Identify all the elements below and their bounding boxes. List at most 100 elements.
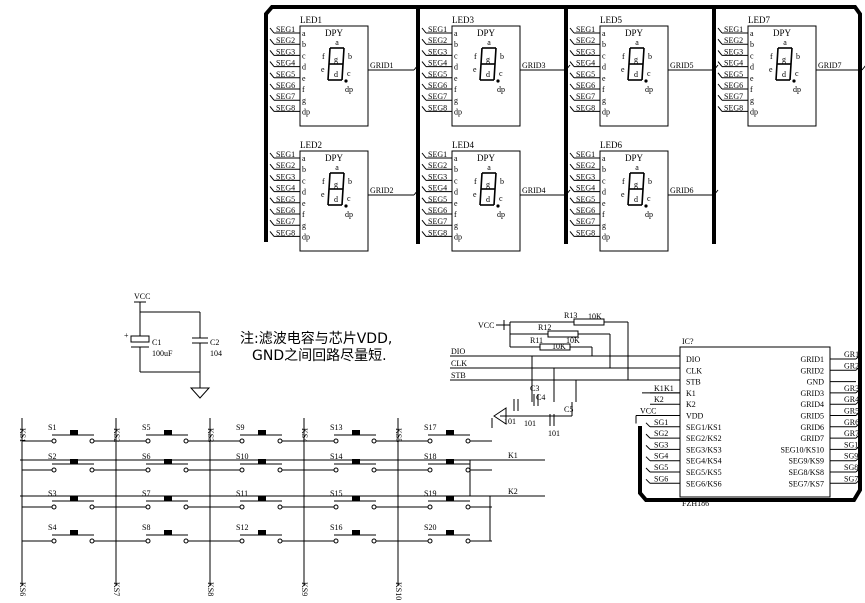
seg-label-f: f bbox=[622, 52, 625, 61]
display-type: DPY bbox=[325, 153, 344, 163]
seg-pin-letter: d bbox=[454, 188, 458, 197]
seg-pin-name: SEG7 bbox=[276, 92, 295, 101]
seg-c bbox=[789, 63, 792, 81]
switch-contact bbox=[145, 438, 151, 444]
seg-pin-letter: c bbox=[602, 176, 606, 185]
seg-label-d: d bbox=[486, 195, 490, 204]
switch-button bbox=[70, 496, 78, 501]
seg-pin-name: SEG1 bbox=[276, 150, 295, 159]
ic-net-right: GR5 bbox=[844, 407, 859, 416]
push-switch: S1 bbox=[22, 423, 116, 444]
ic-net-left: SG1 bbox=[654, 418, 668, 427]
switch-contact bbox=[51, 538, 57, 544]
seg-pin-letter: f bbox=[454, 85, 457, 94]
seg-b bbox=[642, 172, 645, 190]
switch-contact bbox=[51, 467, 57, 473]
seg-pin-letter: b bbox=[302, 165, 306, 174]
seg-pin-letter: dp bbox=[454, 232, 462, 241]
ks-bottom-label: KS7 bbox=[112, 582, 121, 596]
ic-pin-right: GRID1 bbox=[800, 355, 824, 364]
switch-contact bbox=[465, 504, 471, 510]
bus-entry bbox=[269, 186, 275, 192]
bus-entry bbox=[855, 467, 861, 473]
ic-net-left: SG3 bbox=[654, 440, 668, 449]
c1-polarity: + bbox=[124, 331, 129, 340]
seg-pin-letter: e bbox=[602, 74, 606, 83]
seg-label-c: c bbox=[499, 194, 503, 203]
grid-label: GRID5 bbox=[670, 61, 694, 70]
seg-pin-name: SEG6 bbox=[428, 81, 447, 90]
seg-pin-name: SEG5 bbox=[428, 195, 447, 204]
switch-contact bbox=[145, 467, 151, 473]
bus-entry bbox=[421, 163, 427, 170]
cap-ref: C3 bbox=[530, 384, 539, 393]
switch-contact bbox=[333, 538, 339, 544]
seg-pin-letter: f bbox=[602, 85, 605, 94]
seg-label-a: a bbox=[635, 38, 639, 47]
seg-label-e: e bbox=[473, 190, 477, 199]
switch-contact bbox=[277, 504, 283, 510]
seg-pin-name: SEG2 bbox=[428, 161, 447, 170]
seg-pin-name: SEG6 bbox=[428, 206, 447, 215]
grid-label: GRID1 bbox=[370, 61, 394, 70]
seg-label-g: g bbox=[782, 55, 786, 64]
seg-label-a: a bbox=[635, 163, 639, 172]
seg-pin-name: SEG1 bbox=[428, 150, 447, 159]
ks-top-label: KS3 bbox=[206, 428, 215, 442]
switch-contact bbox=[183, 504, 189, 510]
switch-ref: S2 bbox=[48, 452, 56, 461]
ic-net-left: K2 bbox=[654, 395, 664, 404]
push-switch: S19 bbox=[398, 489, 492, 510]
seg-label-dp: dp bbox=[345, 210, 353, 219]
bus-entry bbox=[421, 197, 427, 204]
display-body bbox=[299, 150, 369, 252]
k1-label: K1 bbox=[664, 384, 674, 393]
ic-pin-right: GRID7 bbox=[800, 434, 824, 443]
signal-label: STB bbox=[451, 371, 466, 380]
switch-contact bbox=[371, 504, 377, 510]
seg-c bbox=[341, 63, 344, 81]
bus-entry bbox=[421, 72, 427, 79]
seg-label-f: f bbox=[474, 52, 477, 61]
switch-ref: S15 bbox=[330, 489, 342, 498]
bus-entry bbox=[855, 354, 861, 360]
switch-contact bbox=[183, 438, 189, 444]
seg-pin-letter: f bbox=[602, 210, 605, 219]
push-switch: S11 bbox=[210, 489, 304, 510]
k1-line-label: K1 bbox=[508, 451, 518, 460]
bus-entry bbox=[569, 61, 575, 67]
bus-entry bbox=[569, 27, 575, 34]
bus-entry bbox=[421, 219, 427, 226]
push-switch: S16 bbox=[304, 523, 398, 544]
ic-net-left: SG2 bbox=[654, 429, 668, 438]
seg-f bbox=[480, 172, 483, 190]
ic-pin-right: GRID6 bbox=[800, 423, 824, 432]
push-switch: S15 bbox=[304, 489, 398, 510]
push-switch: S3 bbox=[22, 489, 116, 510]
seg-pin-name: SEG8 bbox=[428, 228, 447, 237]
switch-contact bbox=[333, 438, 339, 444]
bus-entry bbox=[421, 94, 427, 101]
switch-contact bbox=[427, 438, 433, 444]
seg-pin-letter: b bbox=[750, 40, 754, 49]
grid-label: GRID3 bbox=[522, 61, 546, 70]
bus-entry bbox=[269, 72, 275, 79]
ic-pin-right: SEG9/KS9 bbox=[788, 457, 824, 466]
seg-pin-name: SEG4 bbox=[428, 184, 447, 193]
display-ref: LED3 bbox=[452, 15, 474, 25]
bus-entry bbox=[269, 61, 275, 67]
bus-entry bbox=[269, 163, 275, 170]
switch-contact bbox=[89, 504, 95, 510]
push-switch: S12 bbox=[210, 523, 304, 544]
ks-top-label: KS4 bbox=[300, 428, 309, 442]
ic-pin-left: SEG4/KS4 bbox=[686, 457, 722, 466]
res-val: 10K bbox=[566, 336, 580, 345]
seg-pin-letter: c bbox=[750, 51, 754, 60]
seg-pin-letter: dp bbox=[750, 107, 758, 116]
ic-net-right: SG8 bbox=[844, 463, 858, 472]
bus-entry bbox=[413, 189, 419, 196]
bus-entry bbox=[645, 445, 651, 450]
